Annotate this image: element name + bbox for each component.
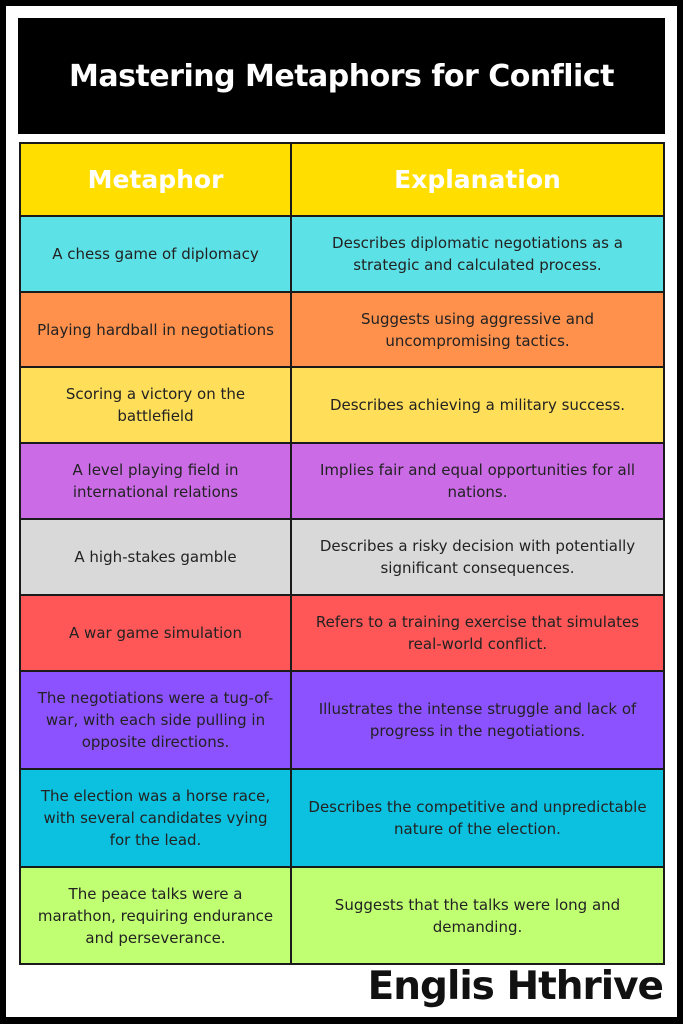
metaphor-cell: A chess game of diplomacy	[21, 217, 292, 291]
explanation-cell: Implies fair and equal opportunities for…	[319, 461, 636, 501]
explanation-cell: Suggests that the talks were long and de…	[334, 895, 621, 936]
metaphor-cell: The negotiations were a tug-of-war, with…	[21, 672, 292, 768]
header-metaphor: Metaphor	[21, 144, 292, 215]
page-title: Mastering Metaphors for Conflict	[69, 58, 614, 94]
metaphor-table: Metaphor Explanation A chess game of dip…	[19, 142, 665, 965]
explanation-cell: Illustrates the intense struggle and lac…	[318, 700, 637, 740]
table-row: Scoring a victory on the battlefield Des…	[21, 366, 663, 442]
explanation-cell: Describes a risky decision with potentia…	[319, 537, 636, 577]
explanation-cell: Describes diplomatic negotiations as a s…	[332, 234, 623, 274]
table-row: A high-stakes gamble Describes a risky d…	[21, 518, 663, 594]
metaphor-cell: A high-stakes gamble	[21, 520, 292, 594]
explanation-cell: Describes achieving a military success.	[329, 396, 626, 414]
title-banner: Mastering Metaphors for Conflict	[18, 18, 665, 134]
metaphor-cell: The election was a horse race, with seve…	[21, 770, 292, 866]
explanation-cell: Suggests using aggressive and uncompromi…	[360, 309, 595, 350]
explanation-cell: Refers to a training exercise that simul…	[315, 613, 640, 653]
table-row: A chess game of diplomacy Describes dipl…	[21, 215, 663, 291]
metaphor-cell: A war game simulation	[21, 596, 292, 670]
metaphor-cell: Scoring a victory on the battlefield	[21, 368, 292, 442]
page-frame: Mastering Metaphors for Conflict Metapho…	[6, 6, 677, 1017]
header-explanation: Explanation	[394, 164, 561, 194]
table-row: A war game simulation Refers to a traini…	[21, 594, 663, 670]
explanation-cell: Describes the competitive and unpredicta…	[308, 798, 647, 838]
metaphor-cell: A level playing field in international r…	[21, 444, 292, 518]
metaphor-cell: The peace talks were a marathon, requiri…	[21, 868, 292, 963]
table-row: The negotiations were a tug-of-war, with…	[21, 670, 663, 768]
table-row: Playing hardball in negotiations Suggest…	[21, 291, 663, 366]
brand-watermark: Englis Hthrive	[367, 964, 664, 1009]
table-header-row: Metaphor Explanation	[21, 144, 663, 215]
table-row: The peace talks were a marathon, requiri…	[21, 866, 663, 963]
table-row: A level playing field in international r…	[21, 442, 663, 518]
metaphor-cell: Playing hardball in negotiations	[21, 293, 292, 366]
table-row: The election was a horse race, with seve…	[21, 768, 663, 866]
